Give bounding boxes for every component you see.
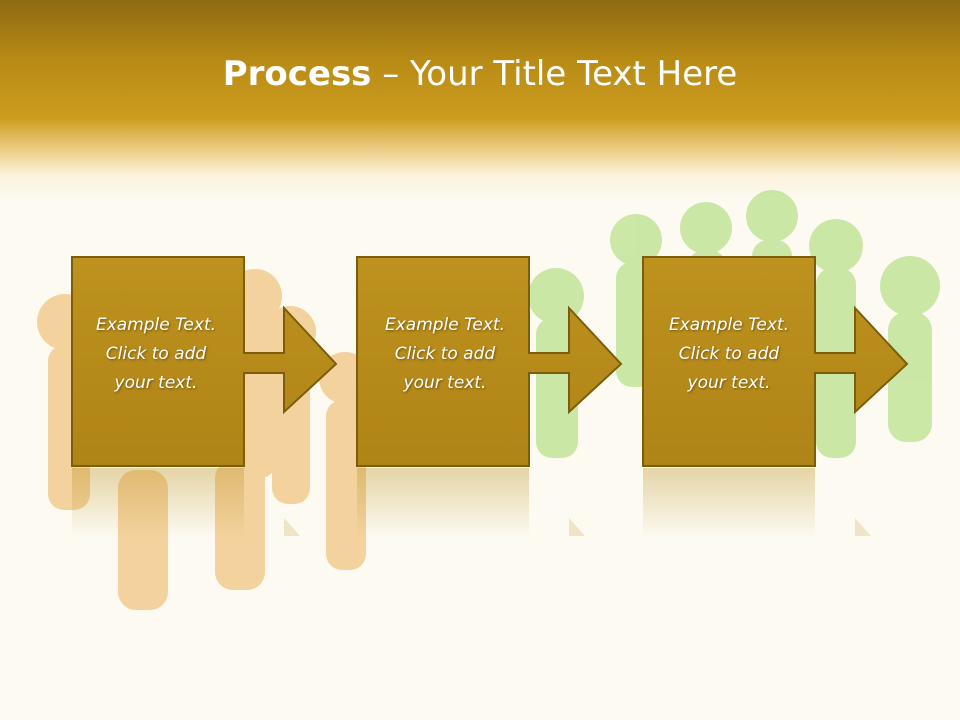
step-1-line-1: Example Text. (95, 315, 217, 335)
step-3-line-1: Example Text. (668, 315, 790, 335)
step-shape-3[interactable] (642, 256, 909, 467)
step-3-line-3: your text. (687, 373, 771, 393)
step-text-1[interactable]: Example Text. Click to add your text. (70, 311, 242, 398)
step-1-line-3: your text. (114, 373, 198, 393)
title-strong: Process (222, 54, 372, 94)
slide-title[interactable]: Process – Your Title Text Here (0, 52, 960, 96)
title-rest: – Your Title Text Here (371, 54, 738, 94)
header-banner (0, 0, 960, 200)
step-2-line-3: your text. (403, 373, 487, 393)
reflections (72, 468, 871, 538)
step-shape-2[interactable] (356, 256, 623, 467)
step-text-3[interactable]: Example Text. Click to add your text. (643, 311, 815, 398)
step-2-line-2: Click to add (394, 344, 496, 364)
step-3-line-2: Click to add (678, 344, 780, 364)
step-1-line-2: Click to add (105, 344, 207, 364)
step-text-2[interactable]: Example Text. Click to add your text. (359, 311, 531, 398)
step-shape-1[interactable] (71, 256, 338, 467)
step-2-line-1: Example Text. (384, 315, 506, 335)
